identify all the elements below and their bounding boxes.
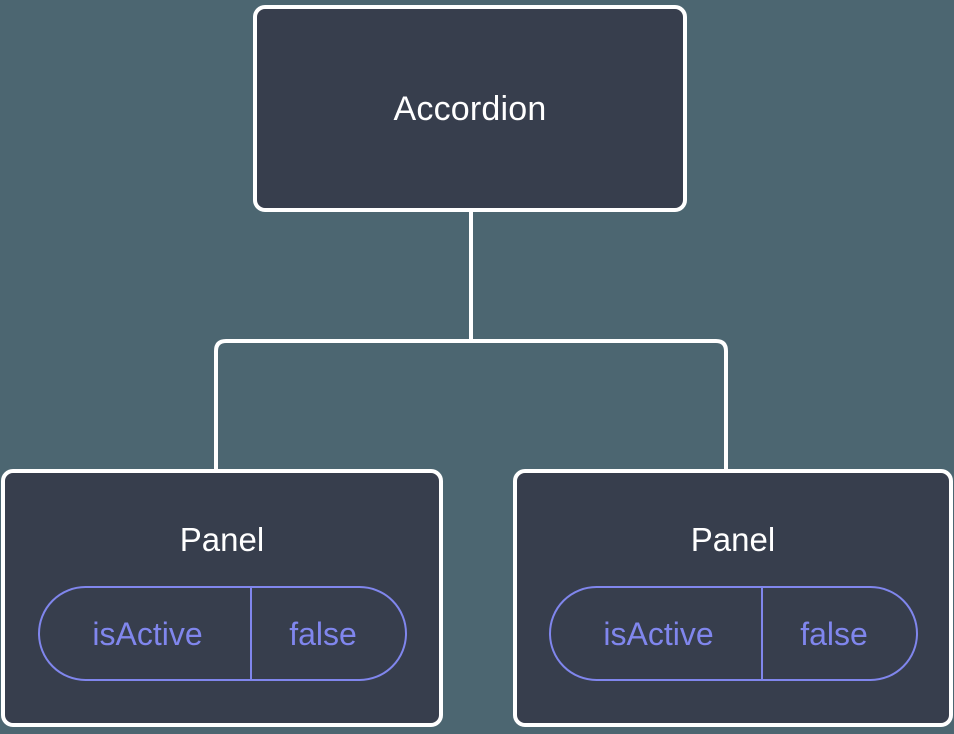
node-label-accordion: Accordion [393, 89, 547, 128]
node-label-panel: Panel [179, 521, 265, 558]
edge-to-panel-1 [471, 339, 728, 471]
state-badge[interactable]: isActive false [548, 586, 918, 681]
tree-node-panel-0[interactable]: Panel isActive false [1, 469, 443, 727]
edge-to-panel-0 [214, 339, 471, 471]
node-label-panel: Panel [690, 521, 776, 558]
tree-node-panel-1[interactable]: Panel isActive false [513, 469, 953, 727]
state-badge-value: false [289, 615, 357, 652]
state-badge-key: isActive [40, 588, 252, 679]
state-badge-key: isActive [551, 588, 763, 679]
state-badge[interactable]: isActive false [37, 586, 407, 681]
state-badge-value: false [800, 615, 868, 652]
tree-node-accordion[interactable]: Accordion [253, 5, 687, 212]
